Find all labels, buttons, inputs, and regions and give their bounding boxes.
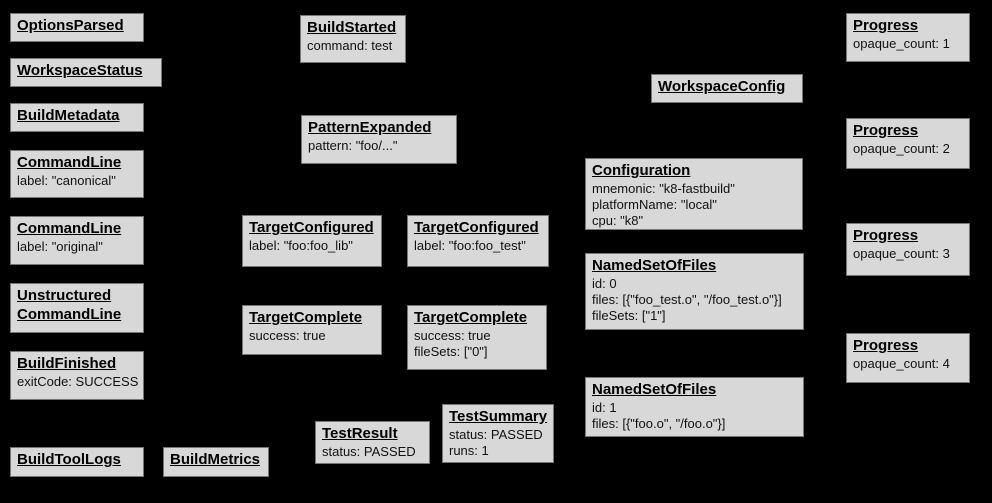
event-node-build-tool-logs: BuildToolLogs (10, 447, 144, 477)
event-node-detail: status: PASSED (322, 443, 416, 459)
event-node-title: BuildStarted (307, 19, 397, 36)
event-node-detail: fileSets: ["0"] (414, 344, 488, 359)
event-node-unstructured-command-line: Unstructured CommandLine (10, 283, 144, 333)
event-node-detail: runs: 1 (449, 443, 489, 458)
event-node-title: Configuration (592, 162, 691, 179)
event-node-detail: mnemonic: "k8-fastbuild" (592, 180, 735, 196)
event-node-title: PatternExpanded (308, 119, 432, 136)
event-node-detail: label: "canonical" (17, 172, 116, 188)
event-node-detail: label: "original" (17, 238, 103, 254)
event-node-detail: opaque_count: 2 (853, 140, 950, 156)
event-node-options-parsed: OptionsParsed (10, 13, 144, 42)
event-node-title: WorkspaceConfig (658, 78, 786, 95)
event-node-title: Progress (853, 227, 919, 244)
event-node-title: CommandLine (17, 154, 122, 171)
event-node-detail: opaque_count: 4 (853, 355, 950, 371)
event-node-detail: status: PASSED (449, 426, 543, 442)
event-node-detail: fileSets: ["1"] (592, 308, 666, 324)
event-node-detail: label: "foo:foo_lib" (249, 237, 353, 253)
event-node-title: TestSummary (449, 408, 548, 425)
event-node-title: WorkspaceStatus (17, 62, 143, 79)
event-node-build-metadata: BuildMetadata (10, 103, 144, 132)
event-node-title: TestResult (322, 425, 398, 442)
event-node-title: Unstructured CommandLine (17, 287, 122, 323)
event-node-title: TargetComplete (249, 309, 363, 326)
event-node-title: TargetConfigured (249, 219, 374, 236)
event-node-title: Progress (853, 122, 919, 139)
event-node-detail: pattern: "foo/..." (308, 137, 398, 153)
event-node-detail: opaque_count: 3 (853, 245, 950, 261)
event-node-workspace-status: WorkspaceStatus (10, 58, 162, 87)
event-node-title: TargetConfigured (414, 219, 539, 236)
event-node-detail: platformName: "local" (592, 197, 717, 212)
event-node-detail: files: [{"foo.o", "/foo.o"}] (592, 416, 726, 431)
event-node-detail: files: [{"foo_test.o", "/foo_test.o"}] (592, 292, 782, 307)
event-node-workspace-config: WorkspaceConfig (651, 74, 803, 103)
event-node-detail: id: 1 (592, 399, 617, 415)
event-node-title: BuildFinished (17, 355, 117, 372)
event-node-detail: command: test (307, 37, 393, 53)
event-node-detail: exitCode: SUCCESS (17, 373, 139, 389)
event-node-detail: success: true (414, 327, 491, 343)
event-node-build-metrics: BuildMetrics (163, 447, 269, 477)
event-node-detail: success: true (249, 327, 326, 343)
event-node-title: BuildMetrics (170, 451, 261, 468)
event-node-title: NamedSetOfFiles (592, 381, 717, 398)
event-node-title: OptionsParsed (17, 17, 124, 34)
event-node-detail: id: 0 (592, 275, 617, 291)
event-node-title: Progress (853, 17, 919, 34)
event-node-title: BuildToolLogs (17, 451, 121, 468)
event-node-detail: opaque_count: 1 (853, 35, 950, 51)
event-node-detail: label: "foo:foo_test" (414, 237, 526, 253)
event-node-title: NamedSetOfFiles (592, 257, 717, 274)
event-node-title: CommandLine (17, 220, 122, 237)
event-node-title: TargetComplete (414, 309, 528, 326)
event-node-detail: cpu: "k8" (592, 213, 644, 229)
event-node-title: BuildMetadata (17, 107, 120, 124)
event-node-title: Progress (853, 337, 919, 354)
